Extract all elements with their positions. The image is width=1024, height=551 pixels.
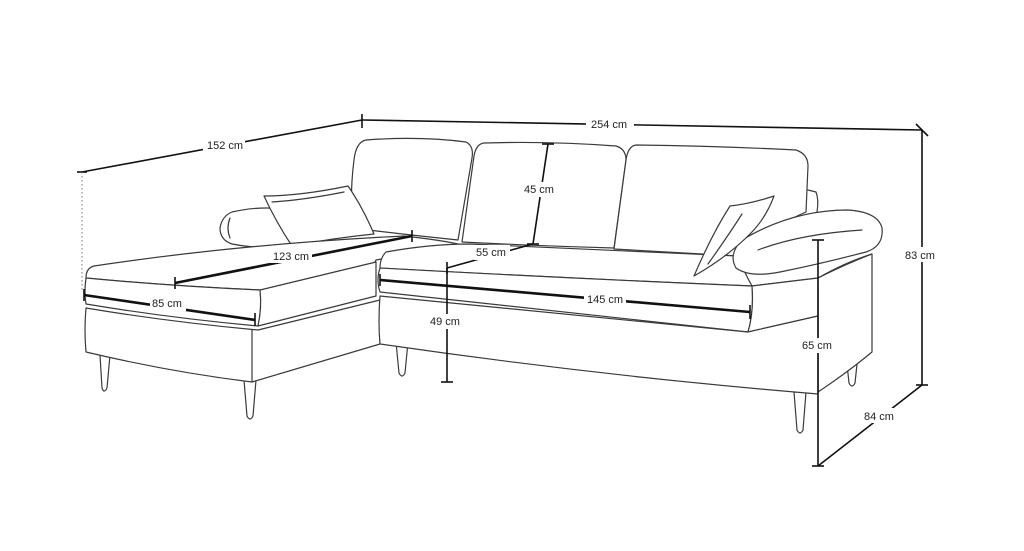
main-base <box>378 295 819 395</box>
back-cushion-left <box>350 137 473 241</box>
back-frame-edge <box>807 189 819 213</box>
back-cushion-right <box>613 144 809 257</box>
label-overall-height: 83 cm <box>905 250 935 262</box>
label-armrest-height: 65 cm <box>802 340 832 352</box>
leg-front-left <box>99 354 111 392</box>
chaise-pillow <box>263 185 375 247</box>
label-seat-depth: 55 cm <box>476 247 506 259</box>
leg-front-middle <box>243 379 257 420</box>
label-seat-width: 145 cm <box>587 294 623 306</box>
right-arm-roll <box>732 209 883 275</box>
chaise-pillow-seam <box>271 191 345 203</box>
chaise-base <box>84 299 381 383</box>
right-arm-roll-seam <box>757 229 863 251</box>
right-pillow-seam <box>707 213 743 265</box>
label-chaise-depth: 152 cm <box>207 140 243 152</box>
label-chaise-width: 85 cm <box>152 298 182 310</box>
label-overall-width: 254 cm <box>591 119 627 131</box>
right-arm-front <box>751 253 873 393</box>
label-sofa-depth: 84 cm <box>864 411 894 423</box>
leg-front-right <box>793 391 807 434</box>
dimension-labels: 152 cm 254 cm 83 cm 84 cm 65 cm 45 cm 55… <box>150 117 942 423</box>
dim-line-sofa-depth <box>817 384 923 467</box>
label-seat-height: 49 cm <box>430 316 460 328</box>
sofa-drawing <box>84 137 883 434</box>
label-back-cushion-height: 45 cm <box>524 184 554 196</box>
chaise-arm-roll-inner <box>227 217 231 239</box>
dim-line-seat-width <box>379 278 751 314</box>
right-arm-roll-underside <box>817 253 873 279</box>
dim-line-overall-width <box>361 119 923 131</box>
chaise-seat-side <box>257 261 377 327</box>
label-chaise-length: 123 cm <box>273 251 309 263</box>
leg-back-middle <box>395 341 409 377</box>
